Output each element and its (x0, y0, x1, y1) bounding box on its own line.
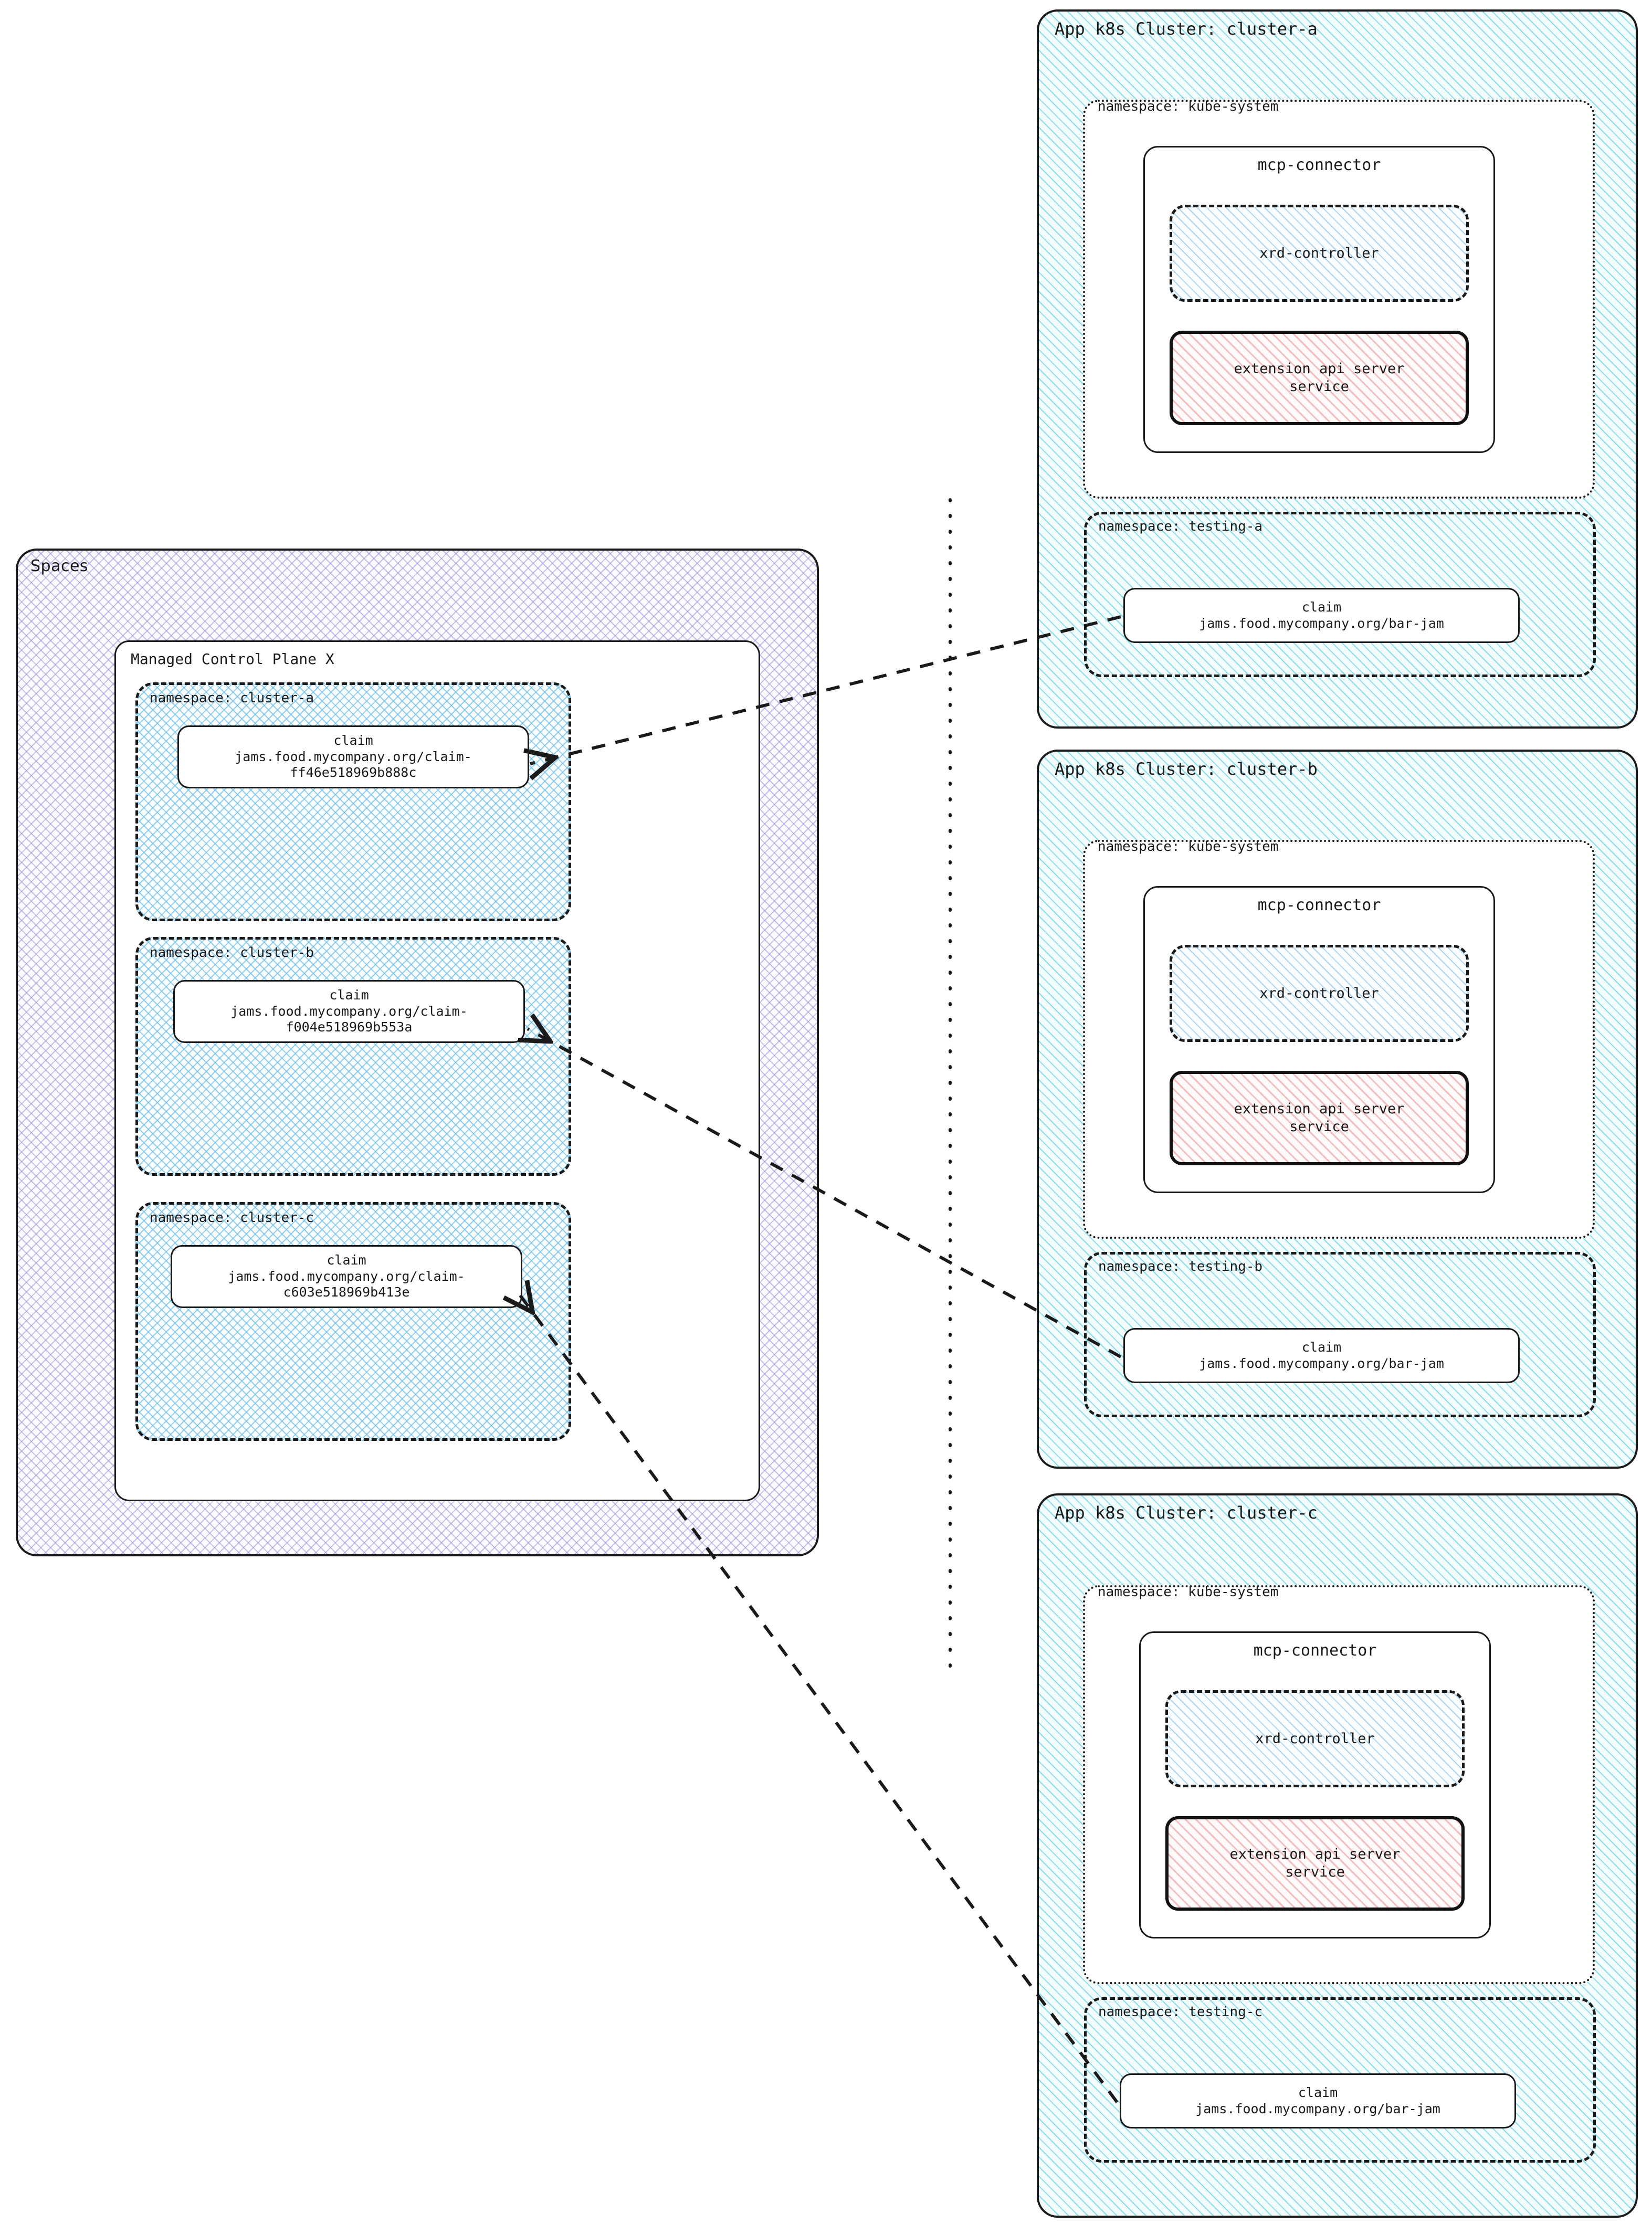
cluster-c-claim-bar-jam[interactable]: claim jams.food.mycompany.org/bar-jam (1120, 2073, 1516, 2128)
cluster-b-claim-title: claim (1301, 1340, 1342, 1355)
cluster-c-xrd-controller: xrd-controller (1165, 1690, 1465, 1787)
mcp-namespace-cluster-a-label: namespace: cluster-a (150, 690, 314, 706)
cluster-a-namespace-kube-system-label: namespace: kube-system (1098, 99, 1279, 114)
mcp-claim-cluster-b-title: claim (329, 987, 369, 1003)
mcp-namespace-cluster-b: namespace: cluster-b (135, 937, 571, 1176)
cluster-a-xrd-controller-label: xrd-controller (1259, 245, 1379, 261)
mcp-claim-cluster-c[interactable]: claim jams.food.mycompany.org/claim- c60… (171, 1245, 522, 1308)
mcp-namespace-cluster-c: namespace: cluster-c (135, 1202, 571, 1441)
app-cluster-a-label: App k8s Cluster: cluster-a (1055, 19, 1318, 39)
cluster-a-claim-ref: jams.food.mycompany.org/bar-jam (1199, 615, 1444, 631)
mcp-claim-cluster-b[interactable]: claim jams.food.mycompany.org/claim- f00… (173, 980, 525, 1043)
cluster-b-xrd-controller: xrd-controller (1170, 945, 1469, 1042)
cluster-a-claim-title: claim (1301, 599, 1342, 615)
mcp-namespace-cluster-a: namespace: cluster-a (135, 682, 571, 921)
cluster-c-namespace-kube-system-label: namespace: kube-system (1098, 1584, 1279, 1600)
cluster-a-extension-api-server-label: extension api server service (1234, 361, 1405, 395)
cluster-a-mcp-connector-label: mcp-connector (1257, 156, 1381, 174)
mcp-namespace-cluster-b-label: namespace: cluster-b (150, 945, 314, 961)
cluster-b-mcp-connector-label: mcp-connector (1257, 896, 1381, 914)
mcp-claim-cluster-b-ref: jams.food.mycompany.org/claim- f004e5189… (230, 1003, 468, 1035)
cluster-c-claim-ref: jams.food.mycompany.org/bar-jam (1195, 2101, 1440, 2116)
app-cluster-b-label: App k8s Cluster: cluster-b (1055, 759, 1318, 779)
cluster-c-extension-api-server-label: extension api server service (1229, 1846, 1401, 1880)
cluster-a-claim-bar-jam[interactable]: claim jams.food.mycompany.org/bar-jam (1123, 588, 1520, 643)
cluster-b-extension-api-server-label: extension api server service (1234, 1101, 1405, 1135)
mcp-claim-cluster-a-title: claim (333, 733, 373, 749)
cluster-a-namespace-testing-a: namespace: testing-a (1084, 512, 1596, 677)
managed-control-plane-label: Managed Control Plane X (131, 650, 334, 668)
mcp-namespace-cluster-c-label: namespace: cluster-c (150, 1210, 314, 1226)
cluster-b-xrd-controller-label: xrd-controller (1259, 985, 1379, 1002)
cluster-c-namespace-testing-c-label: namespace: testing-c (1098, 2004, 1263, 2020)
cluster-b-claim-ref: jams.food.mycompany.org/bar-jam (1199, 1355, 1444, 1371)
mcp-claim-cluster-c-title: claim (327, 1252, 366, 1268)
mcp-claim-cluster-a-ref: jams.food.mycompany.org/claim- ff46e5189… (235, 749, 472, 781)
app-cluster-c-label: App k8s Cluster: cluster-c (1055, 1503, 1318, 1523)
mcp-claim-cluster-a[interactable]: claim jams.food.mycompany.org/claim- ff4… (177, 725, 529, 788)
cluster-a-extension-api-server: extension api server service (1170, 331, 1469, 425)
cluster-c-extension-api-server: extension api server service (1165, 1816, 1465, 1911)
cluster-b-namespace-testing-b-label: namespace: testing-b (1098, 1259, 1263, 1274)
cluster-c-xrd-controller-label: xrd-controller (1255, 1731, 1375, 1747)
spaces-label: Spaces (30, 557, 89, 575)
cluster-a-xrd-controller: xrd-controller (1170, 205, 1469, 302)
cluster-c-mcp-connector-label: mcp-connector (1253, 1641, 1377, 1660)
mcp-claim-cluster-c-ref: jams.food.mycompany.org/claim- c603e5189… (228, 1268, 465, 1300)
cluster-b-namespace-kube-system-label: namespace: kube-system (1098, 839, 1279, 855)
cluster-b-claim-bar-jam[interactable]: claim jams.food.mycompany.org/bar-jam (1123, 1328, 1520, 1383)
cluster-c-claim-title: claim (1298, 2085, 1338, 2100)
cluster-b-extension-api-server: extension api server service (1170, 1071, 1469, 1165)
cluster-a-namespace-testing-a-label: namespace: testing-a (1098, 519, 1263, 534)
